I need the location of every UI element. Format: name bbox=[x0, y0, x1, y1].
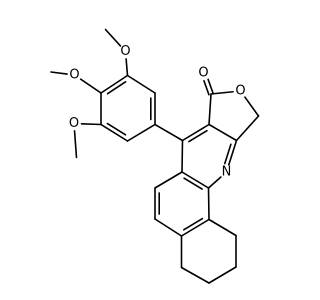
atom-label-o-methoxy-mid: O bbox=[69, 68, 79, 83]
bond-c-10a-c-9a bbox=[208, 123, 238, 142]
bond-c-6a-c-2a-inner bbox=[182, 217, 204, 231]
molecule-structure: O O O O O N bbox=[0, 0, 300, 300]
bond-c-10a-n-12 bbox=[227, 139, 238, 166]
bond-o-methoxy-top-c-methyl-top bbox=[104, 28, 122, 47]
bond-c-6a-c-2a bbox=[180, 218, 210, 237]
bond-c-methylene-c-10a bbox=[235, 115, 260, 142]
bond-c-carbonyl-o-lactone bbox=[210, 90, 234, 95]
bond-c-10a-n-12-inner bbox=[223, 143, 232, 165]
bond-o-lactone-c-methylene bbox=[244, 96, 260, 117]
bond-c-9a-c-carbonyl bbox=[208, 93, 212, 126]
bond-c-8a-c-9 bbox=[181, 139, 184, 173]
atom-label-o-methoxy-top: O bbox=[120, 44, 130, 59]
atom-label-o-lactone: O bbox=[235, 84, 245, 99]
bond-c-ar3-c-ar4 bbox=[100, 123, 129, 142]
bond-c-2a-c-12a bbox=[207, 187, 210, 221]
bond-o-methoxy-low-c-methyl-low bbox=[73, 130, 78, 159]
bond-o-methoxy-mid-c-methyl-mid bbox=[50, 71, 68, 75]
bond-c-12a-c-8a-inner bbox=[183, 177, 203, 190]
bond-c-ar1-c-ar2 bbox=[100, 74, 129, 94]
bond-c-ar5-c-9 bbox=[154, 123, 184, 142]
bond-o-methoxy-top-c-ar1 bbox=[125, 58, 129, 77]
bond-c-ar6-c-ar1 bbox=[126, 74, 156, 94]
bond-o-methoxy-low-c-ar3 bbox=[80, 122, 102, 126]
bond-c-ar3-c-ar4-inner bbox=[106, 122, 127, 136]
bond-c-7-c-6a bbox=[154, 218, 183, 237]
bond-c-6-c-5 bbox=[180, 266, 210, 284]
bond-n-12-c-12a bbox=[207, 176, 222, 189]
bond-c-8a-c-8 bbox=[154, 171, 183, 189]
atom-label-o-methoxy-low: O bbox=[69, 116, 79, 131]
bond-c-3-c-2a bbox=[208, 218, 237, 237]
atom-label-layer: O O O O O N bbox=[69, 44, 246, 180]
bond-c-ar1-c-ar2-inner bbox=[106, 81, 127, 95]
bond-c-carbonyl-o-carbonyl-b bbox=[203, 80, 210, 96]
atom-label-o-carbonyl: O bbox=[198, 66, 208, 81]
bond-c-9-c-9a bbox=[181, 123, 210, 142]
bond-c-9-c-9a-inner bbox=[188, 129, 208, 143]
canvas-background bbox=[0, 0, 300, 300]
bond-c-12a-c-8a bbox=[181, 171, 210, 189]
bond-o-methoxy-mid-c-ar2 bbox=[79, 78, 102, 94]
bond-c-carbonyl-o-carbonyl-a bbox=[207, 78, 214, 95]
bond-c-5-c-4 bbox=[208, 266, 237, 284]
atom-label-n-12: N bbox=[222, 165, 232, 180]
bond-c-ar4-c-ar5 bbox=[126, 123, 156, 142]
bond-layer bbox=[50, 28, 260, 284]
